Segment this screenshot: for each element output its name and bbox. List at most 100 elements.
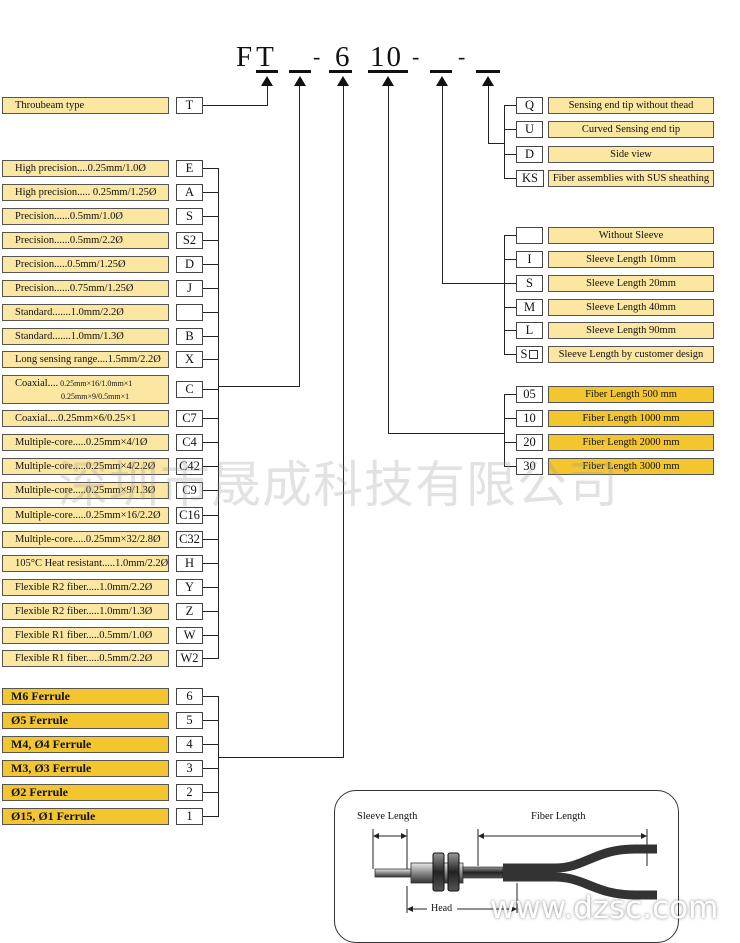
sleeve-code: L xyxy=(516,322,543,339)
model-prefix: FT xyxy=(236,41,278,73)
connector-line xyxy=(203,288,219,289)
fiber-type-label: High precision..... 0.25mm/1.25Ø xyxy=(2,184,169,201)
fiber-type-spec: 0.25mm×9/0.5mm×1 xyxy=(61,392,130,401)
ferrule-label: M3, Ø3 Ferrule xyxy=(2,760,169,777)
fiber-type-label: Flexible R2 fiber.....1.0mm/1.3Ø xyxy=(2,603,169,620)
length-code-text: 30 xyxy=(523,459,536,473)
arrow-up-icon xyxy=(337,76,349,86)
connector-line xyxy=(218,386,300,387)
model-slot-fiber xyxy=(289,70,311,73)
connector-line xyxy=(203,216,219,217)
connector-line xyxy=(203,768,219,769)
ferrule-label: Ø2 Ferrule xyxy=(2,784,169,801)
fiber-type-code: C4 xyxy=(176,434,203,451)
fiber-type-code: C16 xyxy=(176,507,203,524)
length-code-text: 05 xyxy=(523,387,536,401)
connector-line xyxy=(442,283,505,284)
fiber-length-label: Fiber Length xyxy=(531,811,586,822)
fiber-type-label: Precision......0.5mm/2.2Ø xyxy=(2,232,169,249)
model-ferrule-value: 6 xyxy=(335,41,350,73)
fiber-type-label: Multiple-core.....0.25mm×4/2.2Ø xyxy=(2,458,169,475)
connector-line xyxy=(504,154,516,155)
connector-line xyxy=(343,86,344,758)
connector-line xyxy=(203,539,219,540)
arrow-up-icon xyxy=(261,76,273,86)
connector-line xyxy=(442,86,443,284)
connector-line xyxy=(203,442,219,443)
fiber-bracket-line xyxy=(218,169,219,658)
connector-line xyxy=(504,283,516,284)
connector-line xyxy=(203,418,219,419)
sleeve-code: S xyxy=(516,346,543,363)
connector-line xyxy=(203,192,219,193)
connector-line xyxy=(203,720,219,721)
fiber-type-label: 105°C Heat resistant.....1.0mm/2.2Ø xyxy=(2,555,169,572)
arrow-up-icon xyxy=(482,76,494,86)
fiber-type-code: B xyxy=(176,328,203,345)
sleeve-length-label: Sleeve Length xyxy=(357,811,418,822)
length-code-text: 20 xyxy=(523,435,536,449)
ferrule-label: Ø15, Ø1 Ferrule xyxy=(2,808,169,825)
connector-line xyxy=(203,744,219,745)
connector-line xyxy=(504,235,516,236)
connector-line xyxy=(504,178,516,179)
company-watermark: 深圳市晟成科技有限公司 xyxy=(58,456,619,514)
tip-code-text: Q xyxy=(524,98,535,112)
connector-line xyxy=(203,792,219,793)
fiber-type-label: Precision.....0.5mm/1.25Ø xyxy=(2,256,169,273)
sleeve-bracket-line xyxy=(504,235,505,354)
fiber-type-code: E xyxy=(176,160,203,177)
arrow-up-icon xyxy=(382,76,394,86)
connector-line xyxy=(504,442,516,443)
fiber-type-code: Y xyxy=(176,579,203,596)
tip-code-text: U xyxy=(524,122,535,136)
connector-line xyxy=(299,86,300,387)
model-slot-tip xyxy=(476,70,500,73)
connector-line xyxy=(203,336,219,337)
connector-line xyxy=(504,105,516,106)
model-slot-ferrule xyxy=(329,70,352,73)
length-code: 30 xyxy=(516,458,543,475)
connector-line xyxy=(203,611,219,612)
sleeve-code: S xyxy=(516,275,543,292)
connector-line xyxy=(504,307,516,308)
fiber-type-label: Precision......0.75mm/1.25Ø xyxy=(2,280,169,297)
sleeve-code-text: S xyxy=(520,347,528,361)
arrow-up-icon xyxy=(436,76,448,86)
fiber-type-code: C9 xyxy=(176,482,203,499)
fiber-type-code: C xyxy=(176,381,203,398)
length-label: Fiber Length 1000 mm xyxy=(548,410,714,427)
connector-line xyxy=(218,757,344,758)
fiber-type-label: Multiple-core.....0.25mm×16/2.2Ø xyxy=(2,507,169,524)
connector-line xyxy=(203,105,268,106)
sleeve-label: Without Sleeve xyxy=(548,227,714,244)
ferrule-code: 2 xyxy=(176,784,203,801)
fiber-type-code xyxy=(176,304,203,321)
fiber-type-code: D xyxy=(176,256,203,273)
tip-code: KS xyxy=(516,170,544,187)
fiber-type-label: Multiple-core.....0.25mm×4/1Ø xyxy=(2,434,169,451)
tip-bracket-line xyxy=(504,105,505,179)
sleeve-code-text: S xyxy=(526,276,533,290)
sleeve-code-text: I xyxy=(527,252,532,266)
fiber-type-label: Coaxial....0.25mm×6/0.25×1 xyxy=(2,410,169,427)
length-code: 10 xyxy=(516,410,543,427)
connector-line xyxy=(488,143,505,144)
sleeve-code-text: M xyxy=(523,300,536,314)
fiber-type-label: Flexible R2 fiber.....1.0mm/2.2Ø xyxy=(2,579,169,596)
fiber-type-label: Long sensing range....1.5mm/2.2Ø xyxy=(2,351,169,368)
tip-label: Side view xyxy=(548,146,714,163)
fiber-type-code: J xyxy=(176,280,203,297)
length-code: 20 xyxy=(516,434,543,451)
connector-line xyxy=(203,515,219,516)
connector-line xyxy=(203,696,219,697)
length-label: Fiber Length 3000 mm xyxy=(548,458,714,475)
model-separator: - xyxy=(412,44,420,69)
ferrule-label: Ø5 Ferrule xyxy=(2,712,169,729)
site-watermark: www.dzsc.com xyxy=(490,890,719,926)
sleeve-label: Sleeve Length by customer design xyxy=(548,346,714,363)
fiber-type-code: A xyxy=(176,184,203,201)
square-placeholder-icon xyxy=(529,350,539,359)
sleeve-label: Sleeve Length 10mm xyxy=(548,251,714,268)
